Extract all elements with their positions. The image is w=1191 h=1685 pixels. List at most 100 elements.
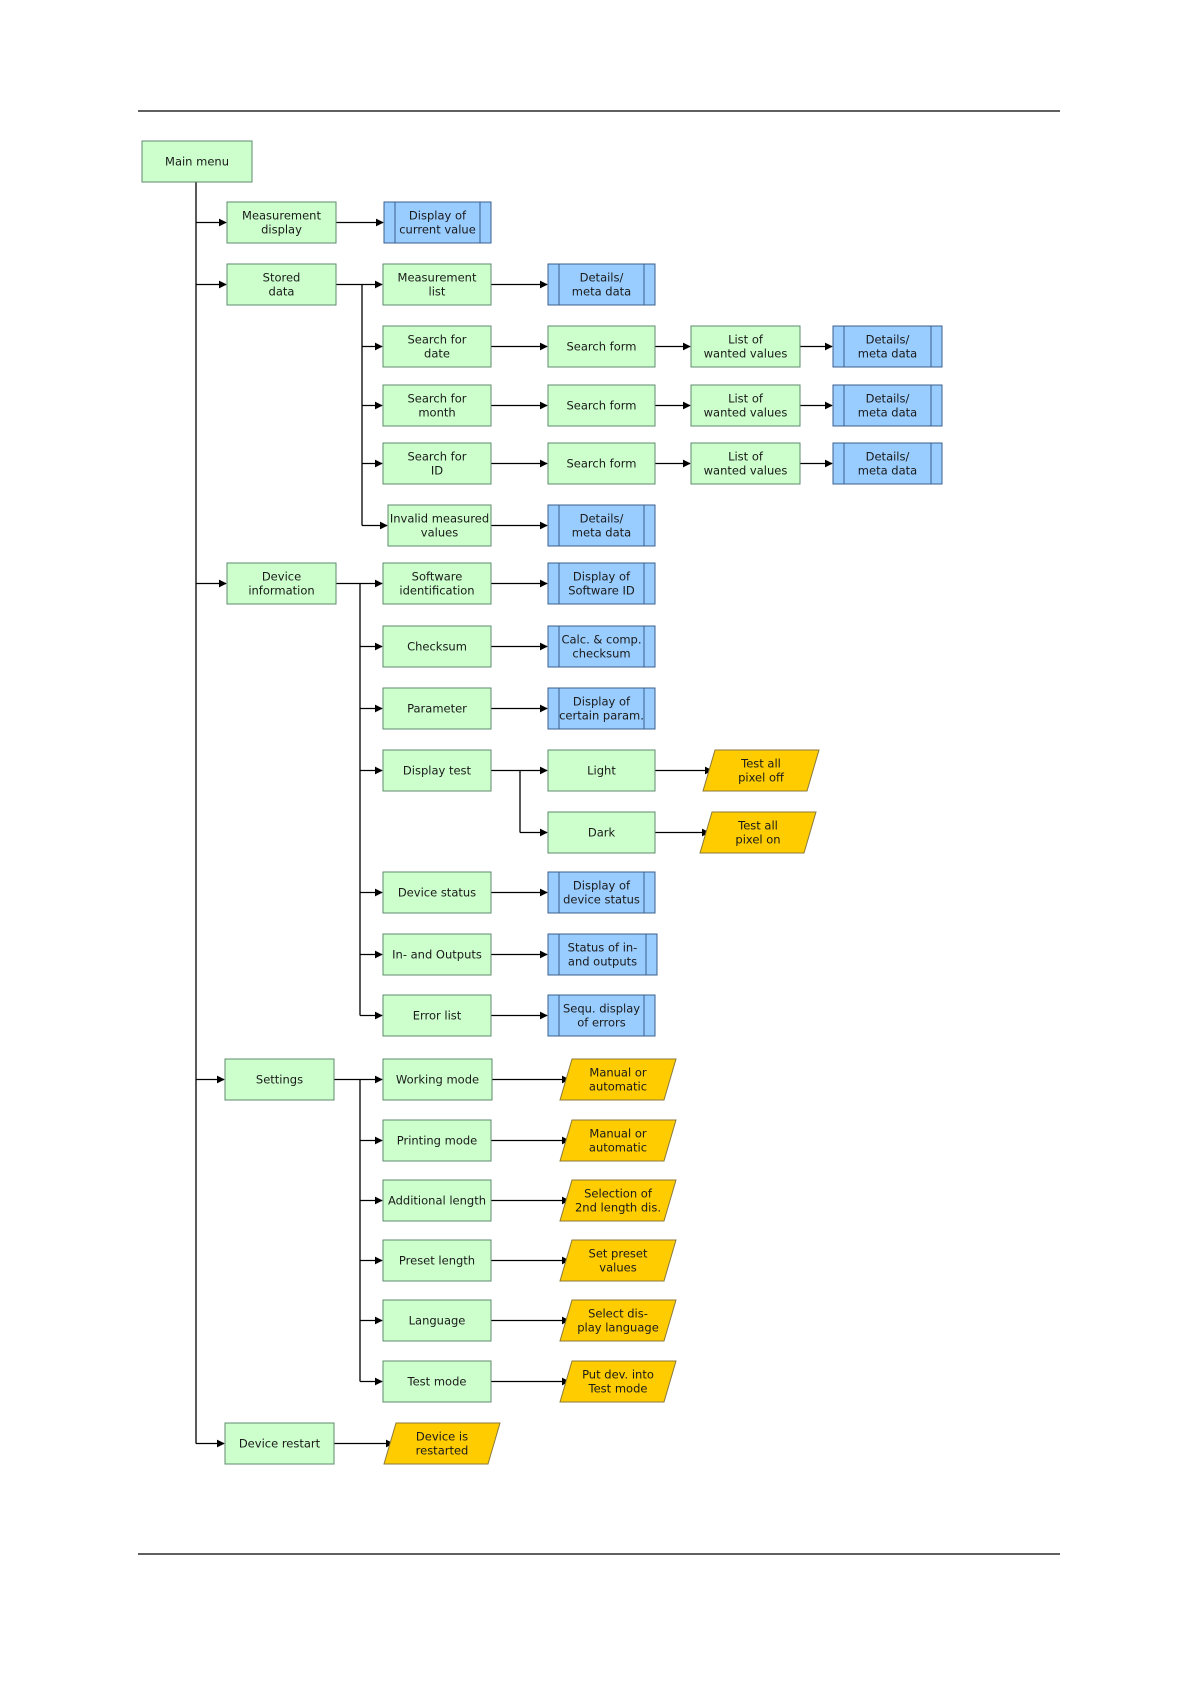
node-label-line: Checksum <box>407 640 467 654</box>
menu-box-shape <box>382 933 492 976</box>
node-meta-id: Details/meta data <box>832 442 943 485</box>
node-display-test: Display test <box>382 749 492 792</box>
menu-box-shape <box>382 1058 493 1101</box>
node-label-line: wanted values <box>704 406 788 420</box>
node-label-line: values <box>599 1261 636 1275</box>
node-label-line: Device restart <box>239 1437 321 1451</box>
node-label-line: checksum <box>572 647 630 661</box>
node-label-line: Device <box>262 570 301 584</box>
node-label-line: certain param. <box>559 709 644 723</box>
menu-box-shape <box>382 1360 492 1403</box>
menu-box-shape <box>547 384 656 427</box>
node-label-line: Selection of <box>584 1187 653 1201</box>
node-label-line: Search for <box>408 333 467 347</box>
node-meta-invalid: Details/meta data <box>547 504 656 547</box>
subroutine-box-shape <box>547 933 658 976</box>
menu-box-shape <box>382 442 492 485</box>
node-label-line: Details/ <box>866 333 910 347</box>
node-label-line: Set preset <box>589 1247 648 1261</box>
node-printing-mode: Printing mode <box>382 1119 492 1162</box>
node-label-line: Display of <box>573 570 631 584</box>
node-label-line: data <box>269 285 295 299</box>
node-label-line: play language <box>577 1321 659 1335</box>
subroutine-box-shape <box>383 201 492 244</box>
node-settings: Settings <box>224 1058 335 1101</box>
node-label-line: Test mode <box>588 1382 648 1396</box>
node-label-line: date <box>424 347 450 361</box>
node-label-line: month <box>418 406 455 420</box>
node-label-line: Manual or <box>589 1066 646 1080</box>
menu-box-shape <box>382 625 492 668</box>
menu-box-shape <box>226 263 337 306</box>
node-label-line: of errors <box>577 1016 626 1030</box>
node-label-line: In- and Outputs <box>392 948 482 962</box>
node-label-line: Parameter <box>407 702 467 716</box>
node-label-line: meta data <box>858 406 917 420</box>
subroutine-box-shape <box>547 263 656 306</box>
menu-box-shape <box>547 749 656 792</box>
menu-box-shape <box>382 384 492 427</box>
parallelogram-shape <box>559 1058 677 1101</box>
node-label-line: Search form <box>567 457 637 471</box>
node-label-line: Search form <box>567 340 637 354</box>
node-label-line: list <box>429 285 446 299</box>
node-label-line: Preset length <box>399 1254 475 1268</box>
node-label-line: Test mode <box>407 1375 467 1389</box>
node-label-line: Display of <box>573 879 631 893</box>
node-label-line: meta data <box>858 464 917 478</box>
node-working-mode: Working mode <box>382 1058 493 1101</box>
menu-box-shape <box>547 442 656 485</box>
node-in-out: In- and Outputs <box>382 933 492 976</box>
menu-box-shape <box>141 140 253 183</box>
node-label-line: List of <box>728 392 764 406</box>
node-language: Language <box>382 1299 492 1342</box>
menu-box-shape <box>690 384 801 427</box>
node-label-line: Search form <box>567 399 637 413</box>
node-label-line: Test all <box>740 757 781 771</box>
subroutine-box-shape <box>547 871 656 914</box>
parallelogram-shape <box>559 1179 677 1222</box>
node-label-line: Select dis- <box>588 1307 648 1321</box>
menu-box-shape <box>547 811 656 854</box>
menu-box-shape <box>382 562 492 605</box>
subroutine-box-shape <box>547 625 656 668</box>
node-label-line: Main menu <box>165 155 229 169</box>
node-label-line: restarted <box>416 1444 469 1458</box>
node-label-line: Measurement <box>398 271 477 285</box>
node-label-line: current value <box>399 223 476 237</box>
node-label-line: Test all <box>737 819 778 833</box>
node-label-line: meta data <box>858 347 917 361</box>
node-form-id: Search form <box>547 442 656 485</box>
node-label-line: Error list <box>413 1009 462 1023</box>
node-checksum: Checksum <box>382 625 492 668</box>
node-meta1: Details/meta data <box>547 263 656 306</box>
node-label-line: Software ID <box>568 584 635 598</box>
node-label-line: Printing mode <box>397 1134 478 1148</box>
node-meta-date: Details/meta data <box>832 325 943 368</box>
menu-box-shape <box>382 687 492 730</box>
node-label-line: Manual or <box>589 1127 646 1141</box>
menu-box-shape <box>382 325 492 368</box>
node-label-line: automatic <box>589 1080 647 1094</box>
menu-box-shape <box>690 325 801 368</box>
node-label-line: information <box>248 584 314 598</box>
node-label-line: Working mode <box>396 1073 479 1087</box>
menu-box-shape <box>226 562 337 605</box>
